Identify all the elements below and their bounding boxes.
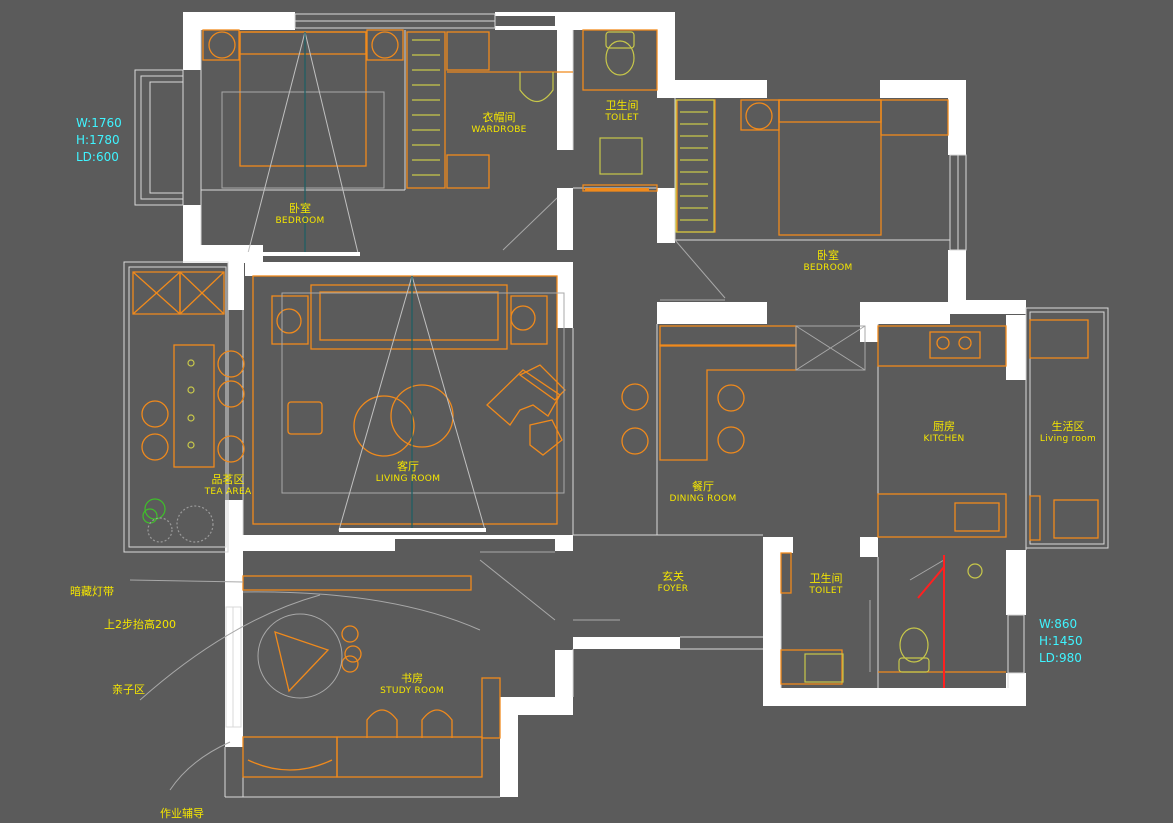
lamp-right: [510, 305, 536, 331]
coffee-table-a: [353, 395, 415, 457]
side-table-right: [510, 295, 548, 345]
note-homework-tutoring: 作业辅导: [160, 807, 204, 820]
second-wardrobe: [676, 99, 716, 233]
coffee-table-b: [390, 384, 454, 448]
lamp-left: [276, 308, 302, 334]
lounge-chair: [486, 369, 561, 426]
play-teepee: [274, 631, 330, 693]
washing-machine: [1053, 499, 1099, 539]
kitchen-counter-top: [877, 325, 1007, 367]
gray-lines: [129, 91, 945, 791]
toilet-upper: [605, 40, 635, 76]
study-sofa: [242, 736, 338, 778]
fixtures: [142, 31, 983, 683]
shower-lower: [804, 653, 844, 683]
side-table-left: [271, 295, 309, 345]
ottoman: [287, 401, 323, 435]
desk: [880, 99, 949, 136]
dining-counter: [659, 344, 797, 461]
note-hidden-light-strip: 暗藏灯带: [70, 585, 114, 598]
play-rug: [257, 613, 343, 699]
study-desk: [336, 736, 483, 778]
shower-upper: [599, 137, 643, 175]
chair-footstool: [529, 419, 563, 456]
nightstand-lamp-left: [208, 31, 236, 59]
toilet-lower: [899, 627, 929, 663]
window-dimension-left: W:1760 H:1780 LD:600: [76, 116, 122, 164]
kitchen-counter-bottom: [877, 493, 1007, 538]
note-raised-steps: 上2步抬高200: [104, 618, 176, 631]
note-parent-child-area: 亲子区: [112, 683, 145, 696]
study-chair-2: [421, 709, 453, 738]
nightstand-lamp-right: [371, 31, 399, 59]
walls: [183, 12, 1026, 797]
tea-table: [173, 344, 215, 468]
second-bed: [778, 99, 882, 236]
furniture: [132, 29, 1099, 778]
axis-lines: [304, 32, 413, 530]
stove: [929, 331, 981, 359]
nightstand-lamp-second: [745, 102, 773, 130]
sink: [954, 502, 1000, 532]
study-chair-1: [366, 709, 398, 738]
window-dimension-right: W:860 H:1450 LD:980: [1039, 617, 1083, 665]
master-bed: [239, 31, 367, 167]
wardrobe-cabinet: [406, 31, 446, 189]
vanity-sink: [519, 72, 554, 103]
